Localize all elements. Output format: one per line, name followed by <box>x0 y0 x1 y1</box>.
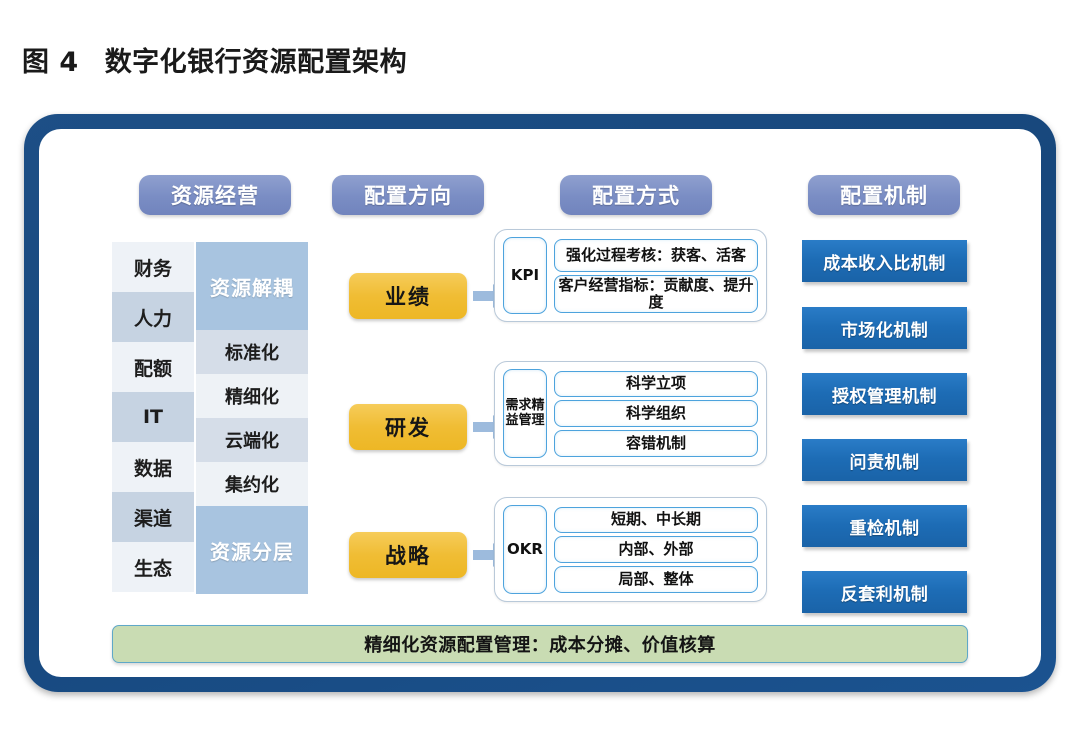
resource-item-hr: 人力 <box>112 292 194 342</box>
approach-list: 资源解耦 标准化 精细化 云端化 集约化 资源分层 <box>196 242 308 594</box>
resource-item-data: 数据 <box>112 442 194 492</box>
approach-header-layering: 资源分层 <box>196 506 308 594</box>
direction-performance: 业绩 <box>349 273 467 319</box>
approach-item-refinement: 精细化 <box>196 374 308 418</box>
resource-item-quota: 配额 <box>112 342 194 392</box>
approach-item-standardization: 标准化 <box>196 330 308 374</box>
resource-item-ecosystem: 生态 <box>112 542 194 592</box>
method-group-kpi: KPI 强化过程考核：获客、活客 客户经营指标：贡献度、提升度 <box>494 229 767 322</box>
resource-item-channel: 渠道 <box>112 492 194 542</box>
method-group-demand-lean-management: 需求精益管理 科学立项 科学组织 容错机制 <box>494 361 767 466</box>
column-header-allocation-direction: 配置方向 <box>332 175 484 215</box>
mechanism-authorization: 授权管理机制 <box>802 373 967 415</box>
mechanism-marketization: 市场化机制 <box>802 307 967 349</box>
method-item-scientific-initiation: 科学立项 <box>554 370 758 398</box>
method-item-fault-tolerance: 容错机制 <box>554 429 758 457</box>
column-header-allocation-mechanism: 配置机制 <box>808 175 960 215</box>
method-item-internal-external: 内部、外部 <box>554 536 758 563</box>
figure-number: 图 4 <box>22 47 79 78</box>
diagram-canvas: 资源经营 配置方向 配置方式 配置机制 财务 人力 配额 IT 数据 渠道 生态… <box>39 129 1041 677</box>
method-group-okr: OKR 短期、中长期 内部、外部 局部、整体 <box>494 497 767 602</box>
method-item-local-overall: 局部、整体 <box>554 565 758 593</box>
approach-item-cloudification: 云端化 <box>196 418 308 462</box>
figure-title-text: 数字化银行资源配置架构 <box>104 47 408 78</box>
column-header-resource-management: 资源经营 <box>139 175 291 215</box>
direction-strategy: 战略 <box>349 532 467 578</box>
mechanism-review: 重检机制 <box>802 505 967 547</box>
mechanism-accountability: 问责机制 <box>802 439 967 481</box>
method-item-list: 科学立项 科学组织 容错机制 <box>554 369 758 458</box>
method-item-list: 强化过程考核：获客、活客 客户经营指标：贡献度、提升度 <box>554 237 758 314</box>
method-item-list: 短期、中长期 内部、外部 局部、整体 <box>554 505 758 594</box>
footer-banner: 精细化资源配置管理：成本分摊、价值核算 <box>112 625 968 663</box>
method-tag-okr: OKR <box>503 505 547 594</box>
approach-header-decoupling: 资源解耦 <box>196 242 308 330</box>
mechanism-cost-income-ratio: 成本收入比机制 <box>802 240 967 282</box>
method-item-short-long-term: 短期、中长期 <box>554 506 758 534</box>
column-header-allocation-method: 配置方式 <box>560 175 712 215</box>
approach-item-intensification: 集约化 <box>196 462 308 506</box>
mechanism-anti-arbitrage: 反套利机制 <box>802 571 967 613</box>
method-tag-demand-lean-management: 需求精益管理 <box>503 369 547 458</box>
diagram-frame: 资源经营 配置方向 配置方式 配置机制 财务 人力 配额 IT 数据 渠道 生态… <box>24 114 1056 692</box>
figure-title: 图 4 数字化银行资源配置架构 <box>22 40 407 79</box>
method-tag-kpi: KPI <box>503 237 547 314</box>
method-item-scientific-organization: 科学组织 <box>554 400 758 427</box>
direction-rnd: 研发 <box>349 404 467 450</box>
resource-item-it: IT <box>112 392 194 442</box>
method-item-customer-metrics: 客户经营指标：贡献度、提升度 <box>554 274 758 313</box>
method-item-process-assessment: 强化过程考核：获客、活客 <box>554 238 758 272</box>
resource-item-finance: 财务 <box>112 242 194 292</box>
resource-list: 财务 人力 配额 IT 数据 渠道 生态 <box>112 242 194 592</box>
